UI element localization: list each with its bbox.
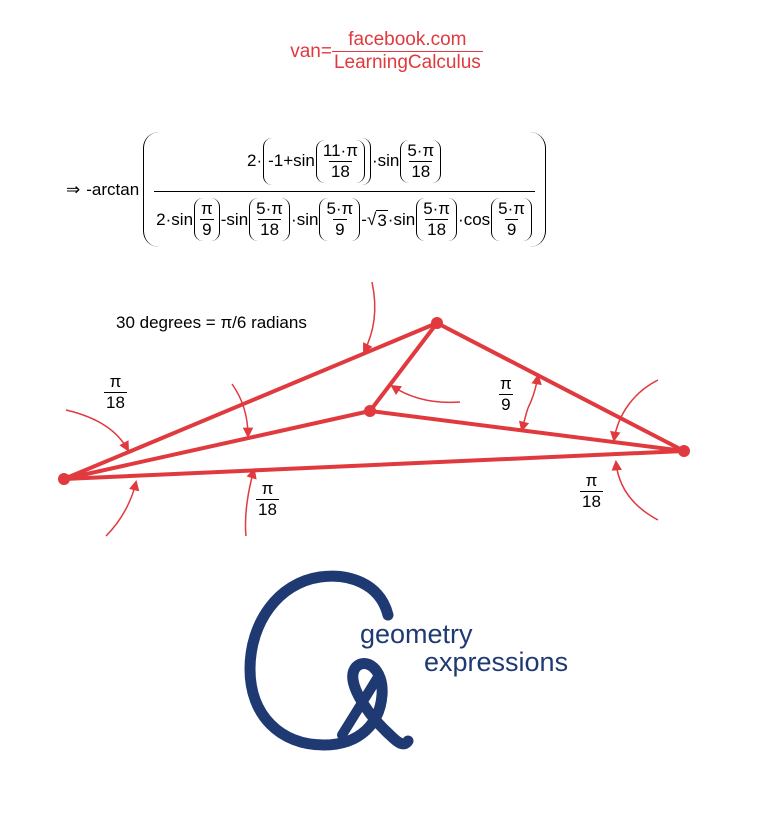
frac-den: 9 xyxy=(200,218,214,239)
arc-bottom xyxy=(244,467,257,537)
frac-den: 18 xyxy=(258,218,282,239)
frac-num: 5·π xyxy=(423,199,451,219)
label-30-degrees: 30 degrees = π/6 radians xyxy=(116,313,307,332)
edge-inner-right xyxy=(368,409,686,453)
frac-num: 5·π xyxy=(407,141,435,160)
vertex-right xyxy=(678,445,690,457)
geometry-expressions-logo-icon xyxy=(244,570,414,751)
frac-den: 9 xyxy=(504,218,519,239)
frac-den: 18 xyxy=(425,218,449,239)
edge-left-inner xyxy=(62,409,372,481)
vertex-inner xyxy=(364,405,376,417)
edge-top-inner xyxy=(368,321,439,413)
label-num: π xyxy=(585,471,598,490)
frac-num: π xyxy=(201,199,213,219)
frac-den: 9 xyxy=(333,218,347,239)
label-den: 18 xyxy=(256,498,279,519)
title-lhs: van= xyxy=(290,40,332,62)
arc-left-top xyxy=(65,409,130,452)
arc-mid-down xyxy=(518,407,530,433)
label-num: π xyxy=(109,372,122,391)
frac-num: 5·π xyxy=(498,199,526,219)
title-denominator: LearningCalculus xyxy=(331,50,483,73)
num-term-a: 2· xyxy=(246,151,263,171)
den-term-f: ·cos xyxy=(458,210,491,230)
arc-left-bottom xyxy=(105,479,140,537)
logo-line-1: geometry xyxy=(360,619,473,649)
arc-right-top xyxy=(610,379,659,443)
vertex-top xyxy=(431,317,443,329)
frac-num: 5·π xyxy=(256,199,284,219)
logo-line-2: expressions xyxy=(424,647,569,678)
label-den: 18 xyxy=(580,490,603,511)
implies-symbol: ⇒ xyxy=(66,179,81,199)
den-term-b: -sin xyxy=(220,210,249,230)
frac-den: 18 xyxy=(328,160,352,181)
arc-top-inner xyxy=(390,384,461,404)
num-term-d: ·sin xyxy=(371,151,400,171)
edge-left-right xyxy=(62,449,686,481)
frac-num: 11·π xyxy=(322,141,358,160)
vertex-left xyxy=(58,473,70,485)
edge-left-top xyxy=(62,321,439,481)
sqrt-radicand: 3 xyxy=(376,209,388,230)
arc-30deg xyxy=(363,281,376,354)
label-num: π xyxy=(261,479,274,498)
den-term-e: ·sin xyxy=(387,210,416,230)
den-term-a: 2·sin xyxy=(156,210,194,230)
frac-den: 18 xyxy=(409,160,433,181)
num-term-b: -1+sin xyxy=(268,151,315,171)
logo-wordmark: geometry expressions xyxy=(358,620,568,677)
title-numerator: facebook.com xyxy=(348,29,467,50)
frac-num: 5·π xyxy=(326,199,354,219)
label-den: 9 xyxy=(499,393,513,414)
den-term-c: ·sin xyxy=(291,210,319,230)
edge-top-right xyxy=(435,321,686,453)
arctan-function: -arctan xyxy=(86,179,140,199)
arc-mid-up xyxy=(527,373,542,409)
sqrt-sign: √ xyxy=(366,210,377,230)
label-den: 18 xyxy=(104,391,127,412)
arc-right-bottom xyxy=(611,459,659,521)
label-num: π xyxy=(500,374,512,393)
den-term-d: - xyxy=(361,210,367,230)
arc-left-mid xyxy=(231,383,254,439)
